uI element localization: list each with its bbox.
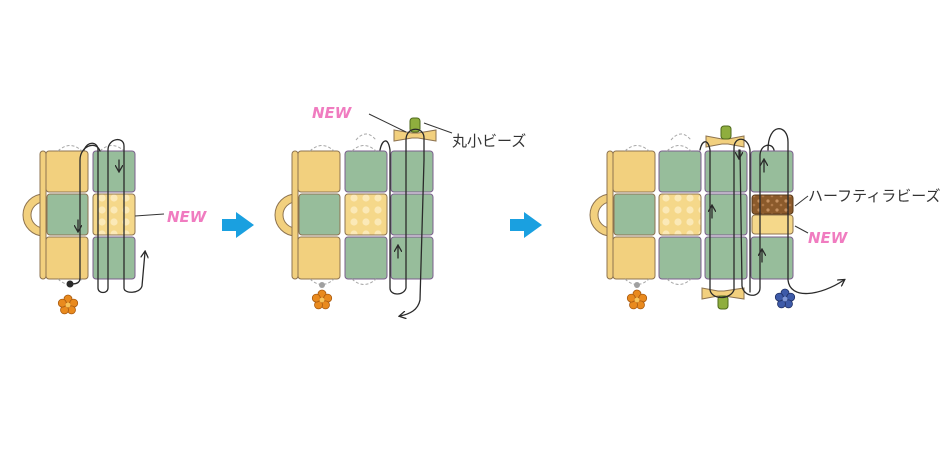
step-1: NEW	[22, 139, 208, 315]
bead-green	[46, 193, 89, 236]
half-tila-beads-label: ハーフティラビーズ	[808, 187, 940, 205]
flower-orange-icon	[57, 294, 79, 315]
leader-line	[423, 122, 453, 134]
bead-green	[390, 193, 434, 236]
bead-green	[658, 236, 702, 280]
thread-path	[767, 128, 844, 295]
leader-line	[134, 213, 165, 217]
new-label: NEW	[312, 104, 353, 122]
bead-green	[750, 150, 794, 193]
thread-path	[699, 138, 751, 299]
leader-line	[794, 225, 809, 234]
half-tila-bead-yellow	[751, 214, 794, 235]
half-tila-bead-brown	[751, 194, 794, 215]
flower-orange-icon	[626, 289, 648, 310]
bead-yellow	[297, 150, 341, 193]
bead-patterned	[658, 193, 702, 236]
bead-green	[613, 193, 656, 236]
bead-yellow	[297, 236, 341, 280]
thread-knot	[66, 280, 74, 288]
bead-green	[390, 236, 434, 280]
bead-yellow	[612, 150, 656, 193]
bead-bar	[291, 150, 299, 280]
dashed-thread	[309, 133, 377, 285]
maru-sho-bead	[409, 117, 421, 133]
arrow-right-icon	[510, 212, 542, 238]
half-bead	[393, 129, 437, 142]
bead-green	[704, 236, 748, 280]
bead-yellow	[612, 236, 656, 280]
bead-bar	[39, 150, 47, 280]
bead-green	[658, 150, 702, 193]
step-3: ハーフティラビーズ NEW	[589, 125, 940, 310]
thread-knot	[319, 282, 325, 288]
flower-orange-icon	[311, 289, 333, 310]
leader-line	[794, 195, 809, 207]
flower-blue-icon	[774, 288, 796, 309]
leader-line	[368, 113, 407, 133]
bead-green	[390, 150, 434, 193]
bead-green	[344, 150, 388, 193]
bead-bar	[606, 150, 614, 280]
thread-path	[69, 144, 101, 285]
bead-green	[298, 193, 341, 236]
dashed-thread	[57, 145, 125, 285]
bead-yellow	[45, 236, 89, 280]
maru-sho-bead	[717, 295, 729, 310]
arrow-right-icon	[222, 212, 254, 238]
maru-sho-beads-label: 丸小ビーズ	[452, 132, 526, 150]
new-label: NEW	[167, 208, 208, 226]
step-2: NEW 丸小ビーズ	[274, 104, 526, 316]
thread-path	[739, 144, 775, 296]
bead-yellow	[45, 150, 89, 193]
bead-green	[704, 150, 748, 193]
thread-path	[83, 139, 145, 294]
dashed-thread	[624, 133, 692, 285]
bead-patterned	[92, 193, 136, 236]
new-label: NEW	[808, 229, 849, 247]
bead-green	[750, 236, 794, 280]
bead-green	[344, 236, 388, 280]
bead-green	[92, 150, 136, 193]
thread-path	[379, 128, 425, 316]
bead-green	[92, 236, 136, 280]
thread-knot	[634, 282, 640, 288]
bead-patterned	[344, 193, 388, 236]
maru-sho-bead	[720, 125, 732, 140]
